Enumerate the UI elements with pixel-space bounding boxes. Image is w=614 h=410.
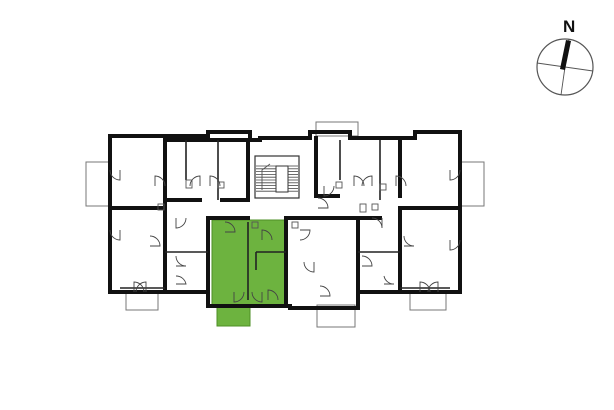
door-swing bbox=[149, 235, 161, 247]
door-swing bbox=[383, 275, 395, 285]
balcony-south-3 bbox=[409, 291, 447, 311]
door-swing bbox=[175, 217, 187, 229]
fixture bbox=[185, 179, 193, 189]
door-swing bbox=[371, 217, 383, 229]
balcony-east bbox=[459, 161, 485, 207]
door-swing bbox=[361, 175, 373, 187]
fixture bbox=[371, 203, 379, 211]
partition-walls bbox=[120, 140, 450, 300]
fixture bbox=[217, 181, 225, 189]
fixture bbox=[379, 183, 387, 191]
door-swing bbox=[251, 291, 263, 303]
door-swing bbox=[209, 175, 221, 187]
balcony-south-1 bbox=[125, 291, 159, 311]
fixtures bbox=[157, 179, 387, 229]
fixture bbox=[157, 203, 165, 211]
door-swing bbox=[449, 239, 461, 251]
door-swing bbox=[233, 291, 245, 303]
fixture bbox=[291, 221, 299, 229]
outer-walls bbox=[108, 130, 462, 310]
stairwell bbox=[254, 155, 300, 199]
door-swing bbox=[323, 185, 335, 197]
door-swing bbox=[189, 175, 201, 187]
door-swing bbox=[353, 175, 365, 187]
fixture bbox=[251, 221, 259, 229]
highlighted-apartment[interactable] bbox=[211, 219, 287, 327]
door-swing bbox=[361, 255, 373, 267]
stair-core bbox=[275, 165, 289, 193]
door-swing bbox=[419, 281, 431, 293]
door-swing bbox=[303, 261, 315, 273]
compass-north-label: N bbox=[563, 17, 575, 36]
door-swing bbox=[109, 229, 121, 241]
door-swing bbox=[135, 281, 147, 293]
highlighted-apartment-balcony[interactable] bbox=[216, 305, 251, 327]
doors bbox=[109, 169, 461, 303]
door-swing bbox=[299, 229, 311, 241]
balcony-south-2 bbox=[316, 304, 356, 328]
balcony-west bbox=[85, 161, 111, 207]
door-swing bbox=[395, 175, 407, 187]
fixture bbox=[335, 181, 343, 189]
door-swing bbox=[427, 281, 439, 293]
fixture bbox=[359, 203, 367, 213]
door-swing bbox=[175, 255, 187, 267]
door-swing bbox=[154, 175, 166, 187]
stairwell-box bbox=[254, 155, 300, 199]
balconies bbox=[85, 121, 485, 328]
door-swing bbox=[449, 169, 461, 181]
door-swing bbox=[317, 197, 329, 209]
door-swing bbox=[175, 275, 187, 285]
door-swing bbox=[403, 235, 415, 247]
inner-walls bbox=[108, 136, 462, 308]
north-arrow-icon bbox=[560, 40, 571, 70]
compass: N bbox=[536, 17, 594, 96]
door-swing bbox=[319, 285, 331, 297]
stair-steps bbox=[256, 165, 298, 192]
door-swing bbox=[109, 169, 121, 181]
door-swing bbox=[261, 229, 273, 241]
door-swing bbox=[224, 221, 236, 233]
door-swing bbox=[267, 289, 279, 301]
